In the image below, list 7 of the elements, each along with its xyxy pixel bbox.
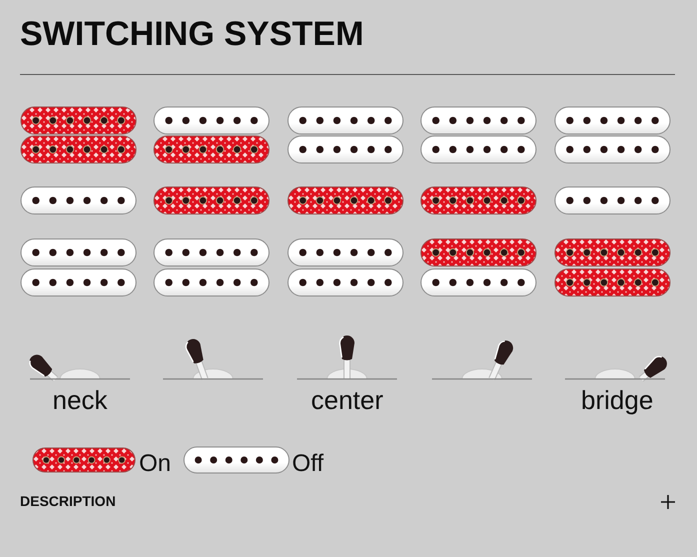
title: SWITCHING SYSTEM: [20, 14, 364, 54]
legend-label: On: [139, 450, 172, 478]
section-heading: DESCRIPTION: [20, 493, 116, 510]
switch-position-label: neck: [52, 385, 108, 415]
switch-position-label: center: [311, 385, 384, 415]
switch-position-label: bridge: [581, 385, 654, 415]
legend-label: Off: [292, 450, 324, 478]
